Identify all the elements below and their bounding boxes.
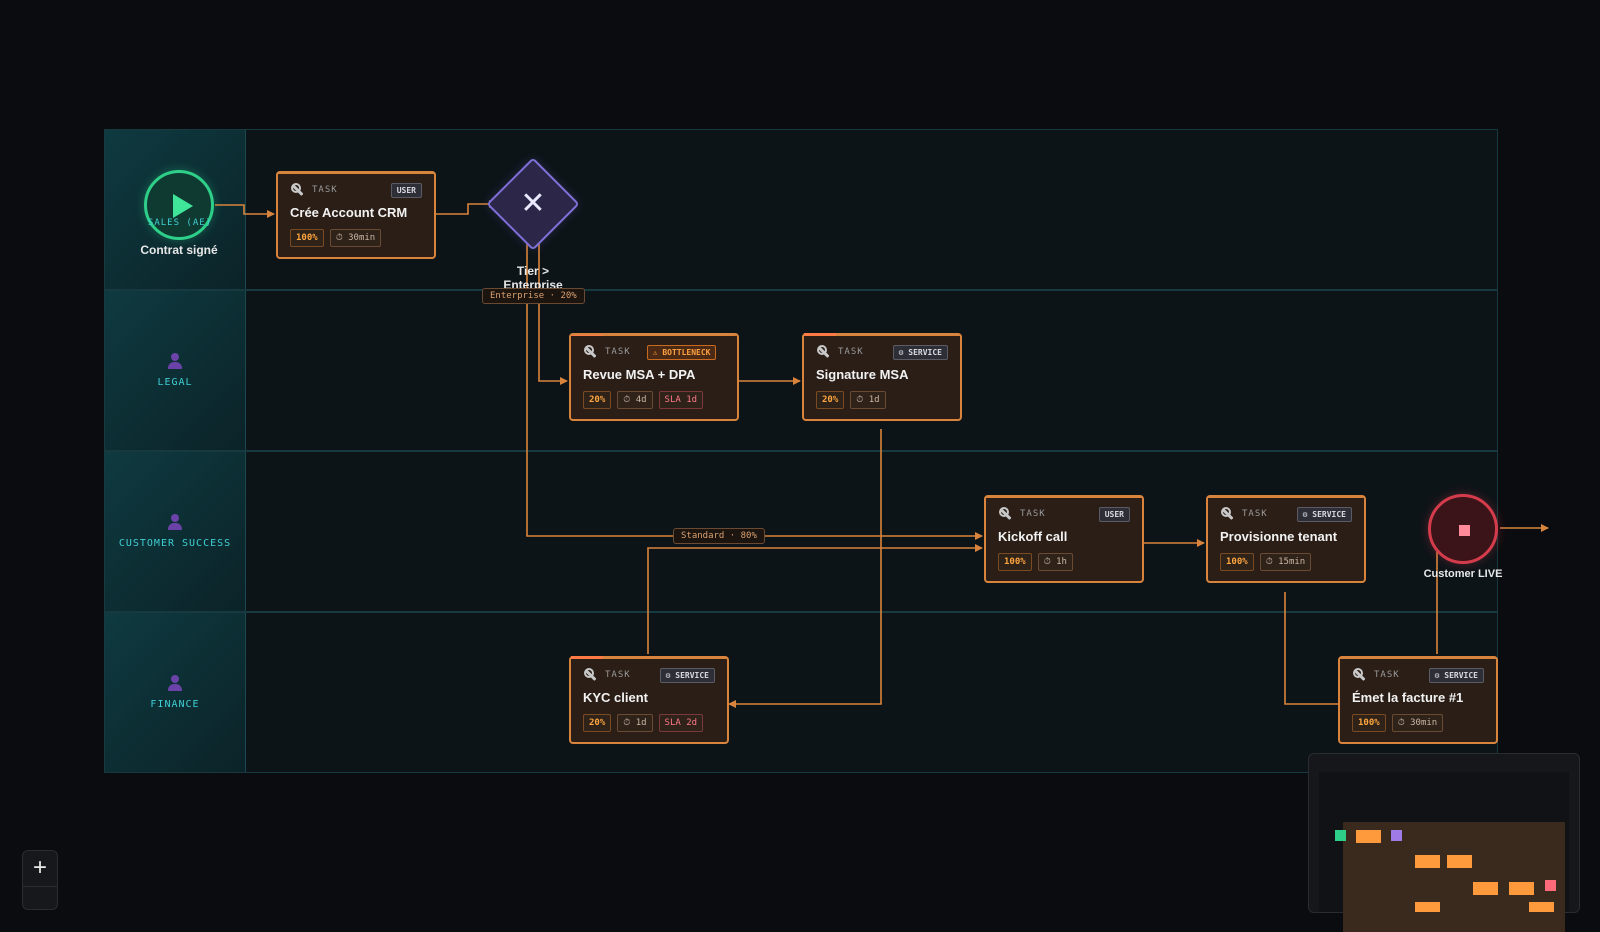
task-progress: [804, 333, 836, 336]
task-title: Crée Account CRM: [290, 205, 408, 220]
task-topbar: [1340, 656, 1496, 659]
edge-label-standard[interactable]: Standard · 80%: [673, 528, 765, 544]
start-event-label: Contrat signé: [140, 243, 218, 257]
wrench-icon: [583, 668, 597, 682]
task-kind: TASK: [605, 347, 631, 357]
duration-chip: ⏱ 1h: [1037, 553, 1073, 571]
play-icon: [173, 194, 193, 218]
minimap-gateway: [1391, 830, 1402, 841]
end-event-label: Customer LIVE: [1423, 568, 1503, 580]
task-kind: TASK: [1020, 509, 1046, 519]
minimap-task: [1529, 902, 1554, 912]
wrench-icon: [1220, 507, 1234, 521]
task-cree-account-crm[interactable]: TASK USER Crée Account CRM 100% ⏱ 30min: [276, 171, 436, 259]
task-kind: TASK: [312, 185, 338, 195]
minimap-task: [1447, 855, 1472, 868]
bottleneck-badge: ⚠ BOTTLENECK: [646, 344, 717, 360]
minimap-task: [1509, 882, 1534, 895]
start-event[interactable]: [144, 170, 214, 240]
task-kind: TASK: [1374, 670, 1400, 680]
wrench-icon: [583, 345, 597, 359]
task-revue-msa-dpa[interactable]: TASK ⚠ BOTTLENECK Revue MSA + DPA 20% ⏱ …: [569, 333, 739, 421]
probability-chip: 100%: [1220, 553, 1254, 571]
user-badge: USER: [1098, 506, 1130, 522]
minimap-start: [1335, 830, 1346, 841]
sla-chip: SLA 2d: [658, 714, 704, 732]
task-kyc-client[interactable]: TASK ⚙ SERVICE KYC client 20% ⏱ 1d SLA 2…: [569, 656, 729, 744]
service-badge: ⚙ SERVICE: [892, 344, 948, 360]
probability-chip: 20%: [583, 391, 612, 409]
task-title: KYC client: [583, 690, 649, 705]
lane-label: CUSTOMER SUCCESS: [118, 538, 232, 549]
task-topbar: [278, 171, 434, 174]
service-badge: ⚙ SERVICE: [1428, 667, 1484, 683]
service-badge: ⚙ SERVICE: [1296, 506, 1352, 522]
probability-chip: 100%: [1352, 714, 1386, 732]
duration-chip: ⏱ 30min: [329, 229, 382, 247]
wrench-icon: [998, 507, 1012, 521]
task-progress: [571, 335, 603, 336]
task-kind: TASK: [1242, 509, 1268, 519]
task-kind: TASK: [838, 347, 864, 357]
user-icon: [168, 514, 182, 530]
task-progress: [571, 656, 603, 659]
minimap-task: [1473, 882, 1498, 895]
probability-chip: 100%: [290, 229, 324, 247]
user-icon: [168, 353, 182, 369]
stop-icon: [1459, 525, 1470, 536]
minimap-task: [1415, 902, 1440, 912]
duration-chip: ⏱ 1d: [850, 391, 886, 409]
task-title: Revue MSA + DPA: [583, 367, 696, 382]
task-topbar: [1208, 495, 1364, 498]
probability-chip: 100%: [998, 553, 1032, 571]
lane-header-legal: LEGAL: [105, 291, 246, 450]
lane-label: FINANCE: [150, 699, 200, 710]
task-provisionne-tenant[interactable]: TASK ⚙ SERVICE Provisionne tenant 100% ⏱…: [1206, 495, 1366, 583]
task-topbar: [986, 495, 1142, 498]
probability-chip: 20%: [816, 391, 845, 409]
minimap-task: [1356, 830, 1381, 843]
sla-chip: SLA 1d: [658, 391, 704, 409]
zoom-in-button[interactable]: +: [23, 851, 57, 887]
user-icon: [168, 675, 182, 691]
lane-header-customer-success: CUSTOMER SUCCESS: [105, 452, 246, 611]
minimap-canvas: [1319, 772, 1569, 932]
task-topbar: [571, 335, 737, 336]
duration-chip: ⏱ 15min: [1259, 553, 1312, 571]
task-title: Émet la facture #1: [1352, 690, 1464, 705]
task-emet-la-facture[interactable]: TASK ⚙ SERVICE Émet la facture #1 100% ⏱…: [1338, 656, 1498, 744]
task-signature-msa[interactable]: TASK ⚙ SERVICE Signature MSA 20% ⏱ 1d: [802, 333, 962, 421]
minimap-task: [1415, 855, 1440, 868]
wrench-icon: [290, 183, 304, 197]
zoom-controls: +: [22, 850, 58, 910]
edge-label-enterprise[interactable]: Enterprise · 20%: [482, 288, 585, 304]
end-event[interactable]: [1428, 494, 1498, 564]
task-title: Kickoff call: [998, 529, 1068, 544]
user-badge: USER: [390, 182, 422, 198]
probability-chip: 20%: [583, 714, 612, 732]
wrench-icon: [1352, 668, 1366, 682]
task-title: Signature MSA: [816, 367, 909, 382]
lane-finance: FINANCE: [104, 612, 1498, 773]
lane-header-finance: FINANCE: [105, 613, 246, 772]
task-kind: TASK: [605, 670, 631, 680]
x-icon: ✕: [520, 187, 546, 220]
task-kickoff-call[interactable]: TASK USER Kickoff call 100% ⏱ 1h: [984, 495, 1144, 583]
task-topbar: [571, 656, 727, 659]
duration-chip: ⏱ 30min: [1391, 714, 1444, 732]
lane-label-sales: SALES (AE): [147, 218, 213, 228]
duration-chip: ⏱ 4d: [617, 391, 653, 409]
task-topbar: [804, 333, 960, 336]
task-title: Provisionne tenant: [1220, 529, 1338, 544]
wrench-icon: [816, 345, 830, 359]
minimap-end: [1545, 880, 1556, 891]
duration-chip: ⏱ 1d: [617, 714, 653, 732]
lane-label: LEGAL: [157, 377, 193, 388]
lane-legal: LEGAL: [104, 290, 1498, 451]
service-badge: ⚙ SERVICE: [659, 667, 715, 683]
minimap[interactable]: [1308, 753, 1580, 932]
